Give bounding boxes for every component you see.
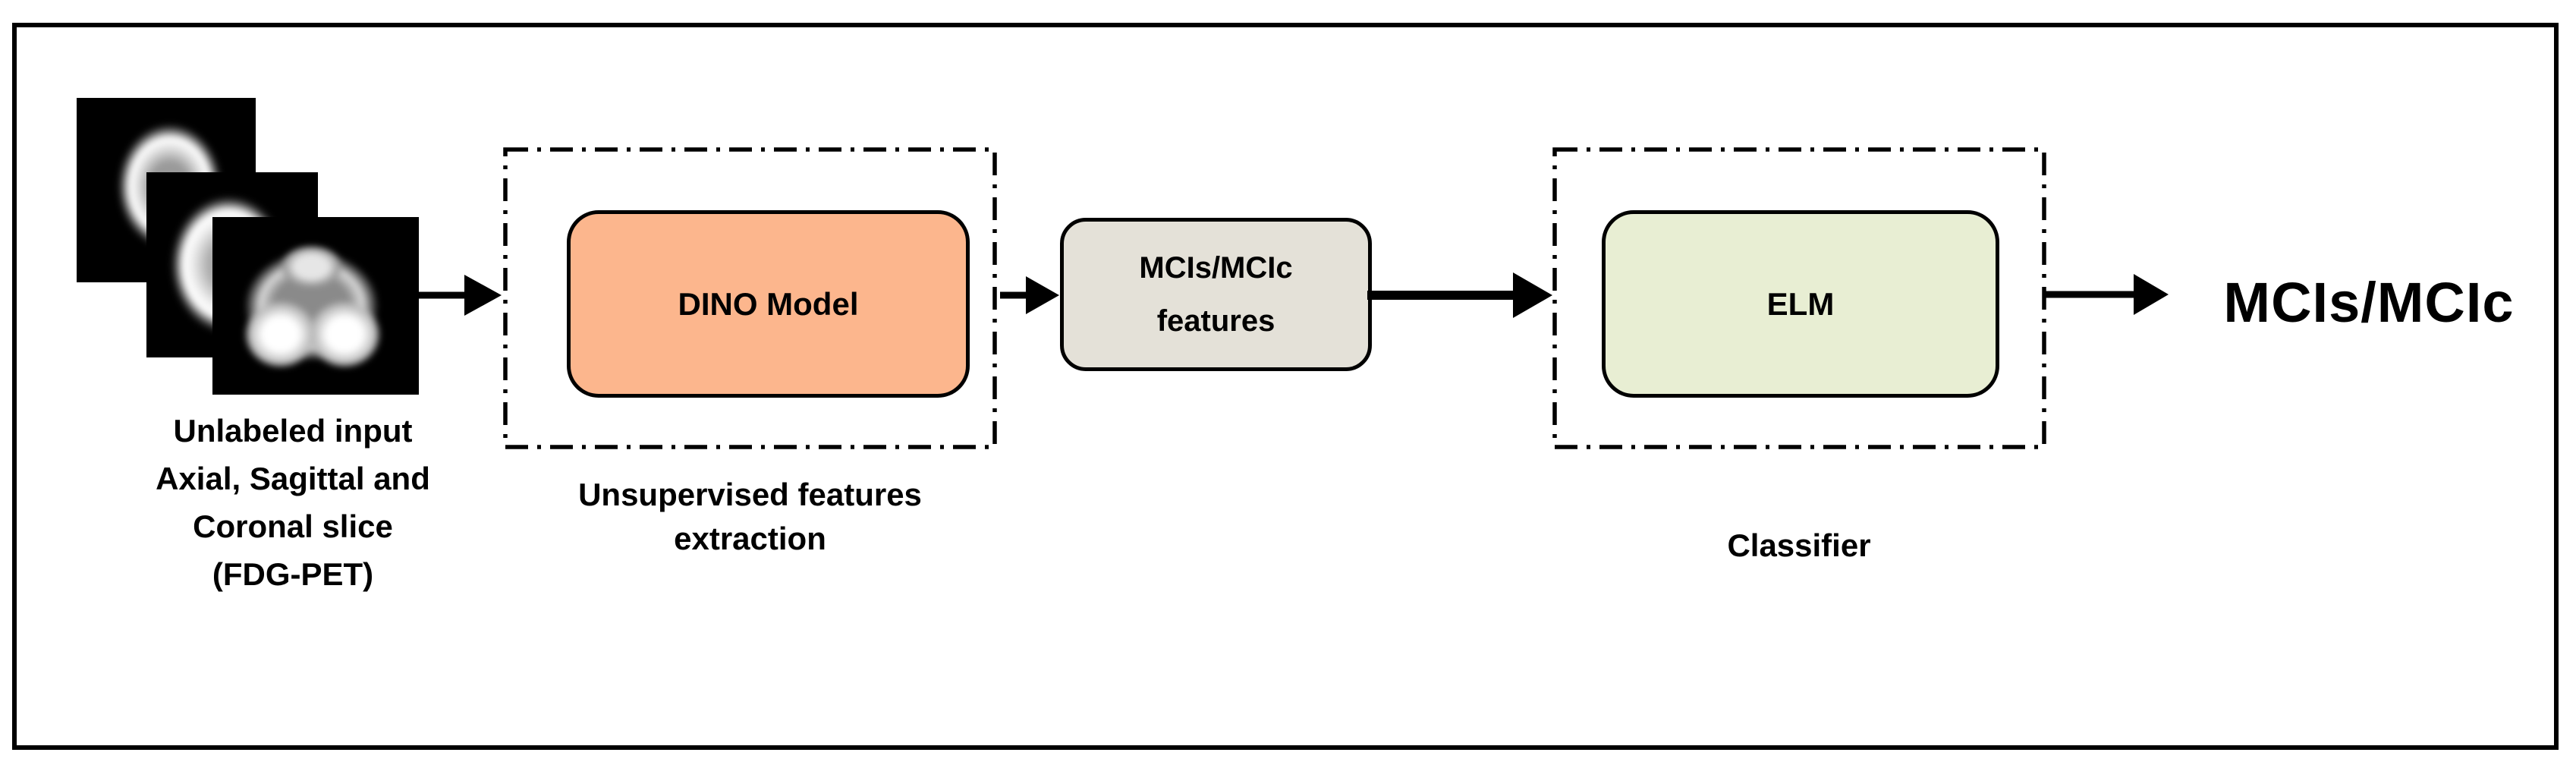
coronal-brain-icon: [212, 217, 419, 395]
elm-label: ELM: [1766, 285, 1835, 322]
input-caption-line-4: (FDG-PET): [212, 556, 374, 592]
coronal-slice-image: [212, 217, 419, 395]
classifier-label: Classifier: [1727, 527, 1871, 563]
features-box: MCIs/MCIc features: [1060, 218, 1372, 371]
input-caption-line-1: Unlabeled input: [173, 413, 413, 449]
dino-model-box: DINO Model: [567, 210, 970, 398]
input-caption-line-2: Axial, Sagittal and: [156, 461, 430, 496]
unsupervised-extraction-label: Unsupervised features extraction: [503, 473, 997, 561]
features-label-line2: features: [1156, 304, 1275, 338]
outer-frame: [12, 23, 2559, 750]
classifier-dashed-container: [1552, 147, 2046, 449]
unsupervised-extraction-label-line1: Unsupervised features: [578, 477, 922, 512]
output-label: MCIs/MCIc: [2223, 271, 2515, 334]
features-label-line1: MCIs/MCIc: [1139, 251, 1293, 285]
input-caption-line-3: Coronal slice: [193, 508, 393, 544]
unsupervised-dashed-container: [503, 147, 997, 449]
dino-model-label: DINO Model: [678, 285, 859, 322]
input-caption: Unlabeled input Axial, Sagittal and Coro…: [103, 407, 483, 598]
unsupervised-extraction-label-line2: extraction: [674, 521, 826, 556]
elm-box: ELM: [1602, 210, 1999, 398]
